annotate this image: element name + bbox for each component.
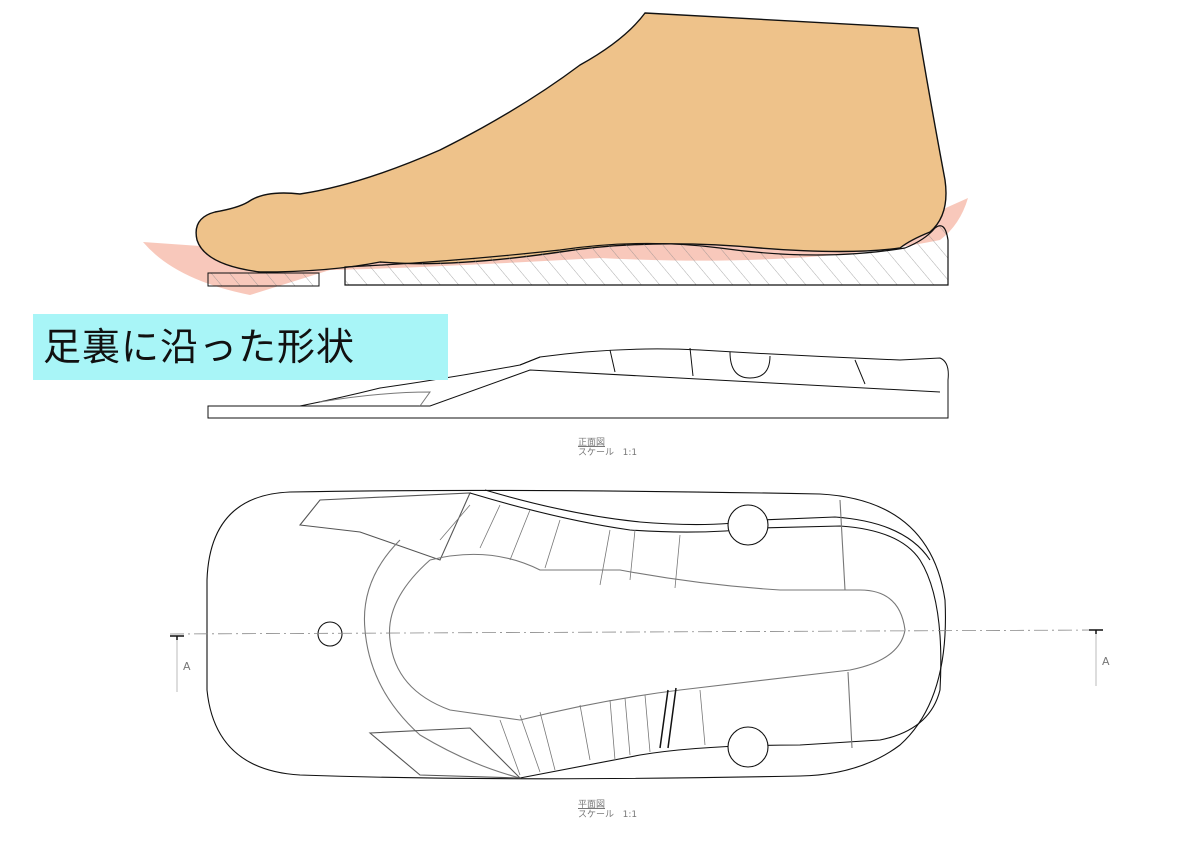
section-arrow-right	[1089, 629, 1103, 686]
plan-view-title: 平面図	[578, 800, 606, 810]
toe-plate	[207, 272, 320, 287]
section-line	[169, 629, 1101, 635]
marker-circle-bottom	[727, 726, 769, 768]
section-marker-right: A	[1102, 655, 1110, 668]
section-arrow-left	[170, 635, 184, 692]
plan-view-scale: 1:1	[622, 810, 638, 820]
front-view	[207, 347, 949, 419]
plan-view-label: 平面図 スケール 1:1	[578, 800, 637, 820]
foot	[195, 12, 947, 273]
marker-circle-top	[727, 504, 769, 546]
plan-view	[206, 489, 946, 780]
caption: 足裏に沿った形状	[33, 314, 448, 380]
insole-side-section	[344, 225, 949, 286]
front-view-scale: 1:1	[622, 448, 638, 458]
section-marker-left: A	[183, 660, 191, 673]
front-view-scale-label: スケール	[578, 448, 615, 458]
front-view-title: 正面図	[578, 438, 606, 448]
front-view-label: 正面図 スケール 1:1	[578, 438, 637, 458]
plan-view-scale-label: スケール	[578, 810, 615, 820]
marker-circle-heel	[317, 621, 343, 647]
